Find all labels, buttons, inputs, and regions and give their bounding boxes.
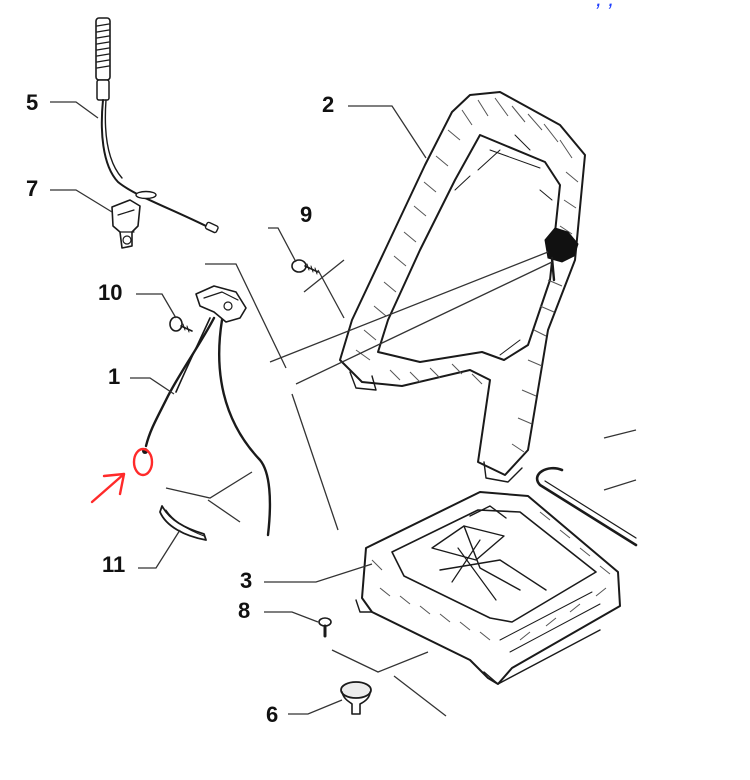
red-annotation [90,447,154,504]
red-arrow-shaft [90,472,126,504]
red-arrow-head [102,472,126,496]
part-10-screw [169,316,193,333]
label-5: 5 [26,90,38,115]
corner-text: , , [596,0,614,11]
part-8-bolt [318,617,332,638]
label-7: 7 [26,176,38,201]
part-1-lever-cables [142,285,272,537]
leader-lines [50,101,427,715]
part-6-knob [340,681,372,715]
label-8: 8 [238,598,250,623]
label-1: 1 [108,364,120,389]
part-3-seat-frame [355,491,621,685]
part-7-clip [111,199,141,249]
part-5-release-cable [95,17,219,234]
side-rod [535,466,638,547]
part-11-trim [159,505,207,541]
part-9-screw [291,259,319,275]
label-11: 11 [102,552,125,577]
label-2: 2 [322,92,334,117]
label-3: 3 [240,568,252,593]
part-number-labels: 5 7 2 9 10 1 11 3 8 6 [26,90,334,727]
part-2-backrest-frame [339,91,586,483]
label-10: 10 [98,280,122,305]
label-6: 6 [266,702,278,727]
label-9: 9 [300,202,312,227]
red-circle-mark [132,447,154,477]
explode-lines [165,251,637,717]
